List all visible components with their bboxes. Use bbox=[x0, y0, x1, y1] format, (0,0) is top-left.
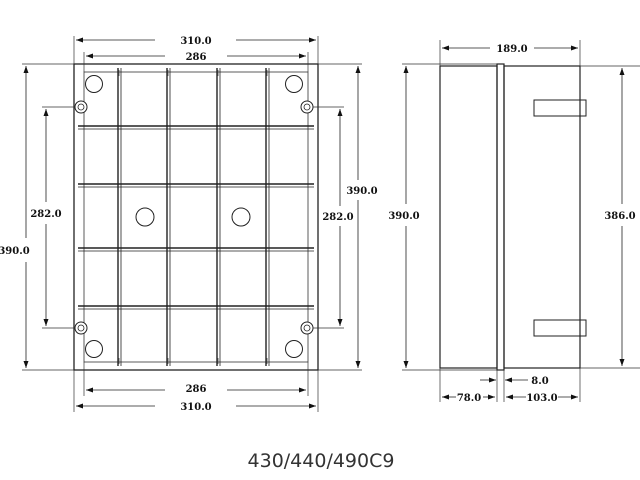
dim-bottom-inner-width: 286 bbox=[186, 384, 207, 395]
dim-top-outer-width: 310.0 bbox=[180, 36, 211, 47]
dim-top-inner-width: 286 bbox=[186, 52, 207, 63]
dim-right-outer-height: 390.0 bbox=[346, 186, 377, 197]
dim-left-outer-height: 390.0 bbox=[0, 246, 30, 257]
corner-holes bbox=[85, 75, 303, 358]
horizontal-rails bbox=[78, 125, 314, 310]
dim-side-height-left: 390.0 bbox=[388, 211, 419, 222]
dim-bottom-outer-width: 310.0 bbox=[180, 402, 211, 413]
side-front-body bbox=[439, 65, 498, 369]
dim-front-depth: 78.0 bbox=[457, 393, 481, 404]
front-extension-lines bbox=[22, 36, 362, 412]
model-caption: 430/440/490C9 bbox=[248, 450, 395, 472]
side-view: 189.0 390.0 386.0 8.0 78.0 103.0 bbox=[388, 40, 640, 404]
front-inner-panel bbox=[83, 71, 309, 363]
dim-side-total-depth: 189.0 bbox=[496, 44, 527, 55]
dim-left-hole-spacing: 282.0 bbox=[30, 209, 61, 220]
dim-side-height-right: 386.0 bbox=[604, 211, 635, 222]
dim-flange-thickness: 8.0 bbox=[531, 376, 548, 387]
center-knockouts bbox=[135, 207, 251, 227]
side-flange bbox=[496, 63, 505, 371]
side-slot-top bbox=[533, 99, 587, 117]
side-rear-body bbox=[503, 65, 581, 369]
front-view: 310.0 286 390.0 282.0 390.0 282.0 286 31… bbox=[0, 36, 378, 413]
side-extension-lines bbox=[402, 40, 640, 402]
front-outer-frame bbox=[73, 63, 319, 371]
mounting-holes bbox=[74, 100, 314, 335]
rib-end-marks bbox=[118, 70, 268, 364]
side-slot-bottom bbox=[533, 319, 587, 337]
dim-rear-depth: 103.0 bbox=[526, 393, 557, 404]
vertical-ribs bbox=[117, 68, 270, 366]
dim-right-hole-spacing: 282.0 bbox=[322, 212, 353, 223]
